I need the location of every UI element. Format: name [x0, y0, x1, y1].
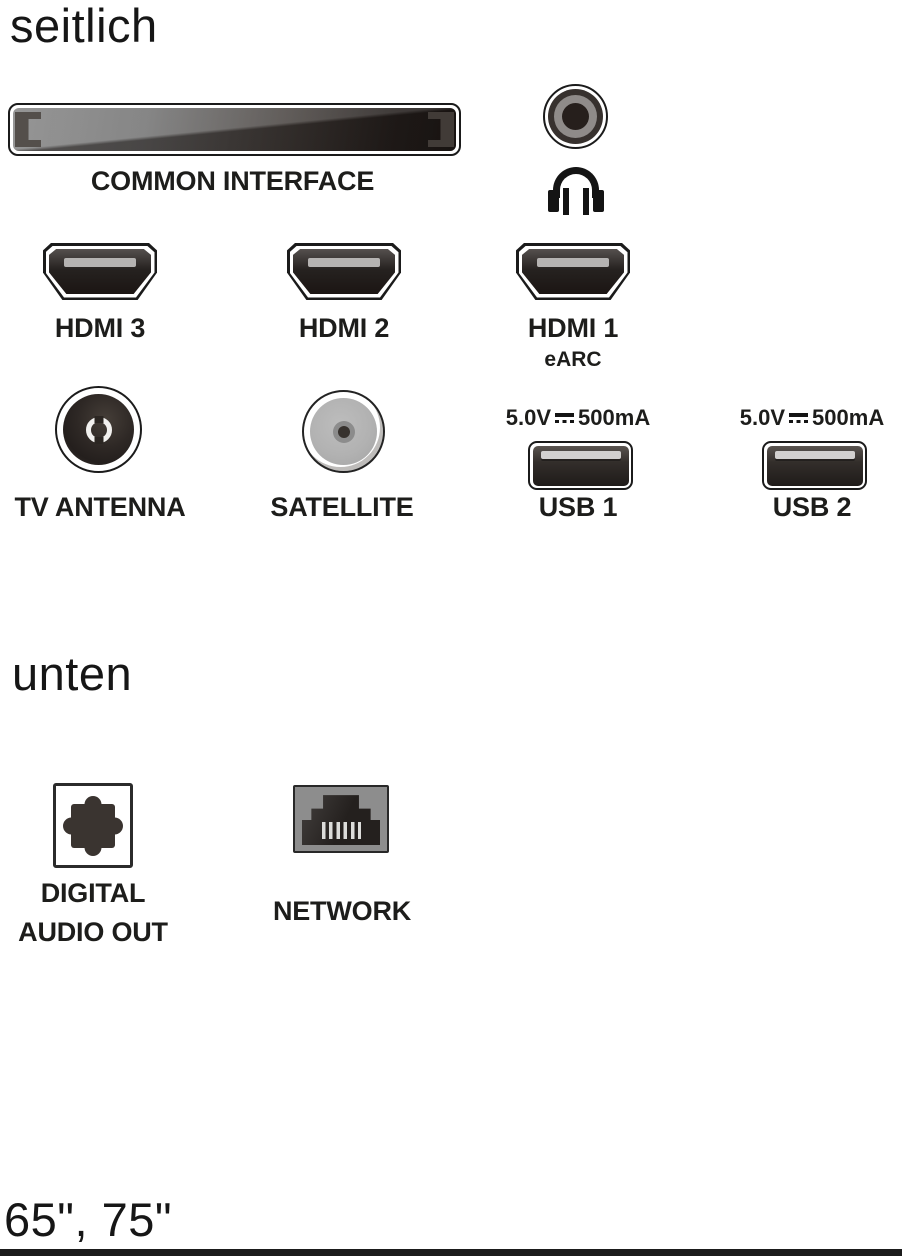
- hdmi3-slot: [63, 258, 137, 268]
- usb2-power-current: 500mA: [812, 405, 885, 430]
- usb1-power-volts: 5.0V: [505, 405, 552, 430]
- usb1-tongue: [540, 450, 621, 459]
- headphones-left-bar: [563, 188, 569, 215]
- usb2-opening: [766, 445, 863, 486]
- headphones-band: [553, 167, 599, 198]
- section-title-side: seitlich: [10, 0, 158, 52]
- toslink-bump-bottom: [84, 838, 102, 856]
- tv-antenna-port: [55, 386, 142, 473]
- toslink-bump-right: [106, 817, 123, 834]
- usb2-power-rating: 5.0V 500mA: [712, 405, 902, 431]
- hdmi2-slot: [307, 258, 381, 268]
- tv-antenna-center-ring: [85, 416, 112, 443]
- common-interface-slot: [8, 103, 461, 156]
- satellite-inner: [310, 398, 377, 465]
- hdmi1-label: HDMI 1: [527, 313, 619, 343]
- headphones-left-cup: [548, 190, 559, 212]
- hdmi1-port: [516, 243, 630, 300]
- satellite-core: [332, 420, 355, 443]
- headphones-icon: [544, 167, 608, 215]
- hdmi3-label: HDMI 3: [54, 313, 146, 343]
- digital-audio-out-label-line1: DIGITAL: [40, 878, 146, 908]
- network-port: [293, 785, 389, 853]
- section-title-bottom: unten: [12, 647, 133, 700]
- tv-antenna-label: TV ANTENNA: [14, 492, 186, 522]
- toslink-bump-left: [63, 817, 80, 834]
- rj45-pins: [321, 822, 361, 840]
- usb1-label: USB 1: [538, 492, 618, 522]
- common-interface-label: COMMON INTERFACE: [90, 166, 375, 196]
- headphones-right-bar: [583, 188, 589, 215]
- rj45-opening: [302, 795, 380, 845]
- hdmi2-label: HDMI 2: [298, 313, 390, 343]
- common-interface-sheen: [13, 108, 456, 151]
- toslink-bump-top: [84, 795, 102, 813]
- headphones-right-cup: [593, 190, 604, 212]
- usb1-opening: [532, 445, 629, 486]
- digital-audio-out-port: [53, 783, 133, 868]
- headphone-jack-outer-ring: [548, 89, 603, 144]
- hdmi2-port: [287, 243, 401, 300]
- satellite-label: SATELLITE: [270, 492, 414, 522]
- digital-audio-out-label-line2: AUDIO OUT: [18, 917, 168, 947]
- common-interface-slot-opening: [13, 108, 456, 151]
- usb2-tongue: [774, 450, 855, 459]
- satellite-port: [302, 390, 385, 473]
- headphone-jack-core: [562, 103, 589, 130]
- hdmi1-slot: [536, 258, 610, 268]
- usb1-port: [528, 441, 633, 490]
- dc-symbol-icon: [554, 412, 575, 424]
- hdmi3-port: [43, 243, 157, 300]
- dc-symbol-icon: [788, 412, 809, 424]
- headphone-jack-port: [543, 84, 608, 149]
- usb2-port: [762, 441, 867, 490]
- hdmi1-earc-label: eARC: [544, 348, 602, 371]
- toslink-opening: [63, 795, 123, 856]
- satellite-center-pin: [337, 425, 350, 438]
- bottom-crop-bar: [0, 1249, 902, 1256]
- usb2-power-volts: 5.0V: [739, 405, 786, 430]
- network-label: NETWORK: [272, 896, 412, 926]
- usb2-label: USB 2: [772, 492, 852, 522]
- headphone-jack-inner-ring: [554, 95, 597, 138]
- usb1-power-current: 500mA: [578, 405, 651, 430]
- usb1-power-rating: 5.0V 500mA: [478, 405, 678, 431]
- tv-antenna-inner: [63, 394, 134, 465]
- screen-size-note: 65", 75": [4, 1193, 173, 1246]
